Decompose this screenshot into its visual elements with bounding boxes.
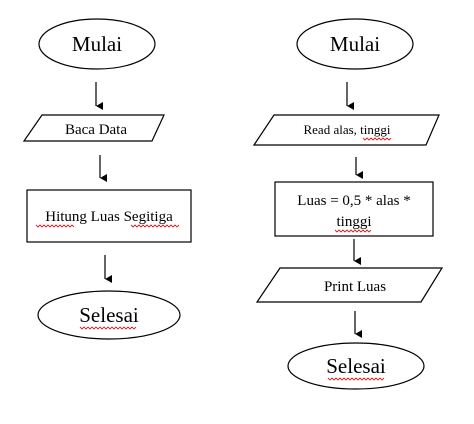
right-output-label: Print Luas xyxy=(324,279,386,295)
right-input-parallelogram: Read alas, tinggi xyxy=(252,114,440,146)
right-process-label-line2: tinggi xyxy=(336,214,371,230)
right-start-label: Mulai xyxy=(330,32,380,56)
left-end-label: Selesai xyxy=(79,303,139,327)
spellcheck-underline xyxy=(327,377,385,381)
right-flowchart: Mulai Read alas, tinggi Luas = 0,5 * ala… xyxy=(252,18,444,390)
right-process-label-line1: Luas = 0,5 * alas * xyxy=(297,193,410,209)
right-end-label: Selesai xyxy=(326,354,386,378)
spellcheck-underline xyxy=(79,326,137,330)
spellcheck-underline xyxy=(334,229,372,233)
right-input-label: Read alas, tinggi xyxy=(303,122,390,137)
left-start-terminator: Mulai xyxy=(38,18,156,70)
left-input-label: Baca Data xyxy=(65,122,127,138)
right-start-terminator: Mulai xyxy=(296,18,414,70)
left-input-parallelogram: Baca Data xyxy=(22,114,165,142)
left-start-label: Mulai xyxy=(72,32,122,56)
right-output-parallelogram: Print Luas xyxy=(255,267,444,303)
spellcheck-underline xyxy=(35,224,75,228)
spellcheck-underline xyxy=(362,137,392,141)
spellcheck-underline xyxy=(130,224,180,228)
left-process-label: Hitung Luas Segitiga xyxy=(45,209,173,225)
left-end-terminator: Selesai xyxy=(37,290,181,340)
left-flowchart: Mulai Baca Data Hitung Luas Segitiga Sel… xyxy=(22,18,192,340)
left-process-rectangle: Hitung Luas Segitiga xyxy=(26,189,192,243)
right-end-terminator: Selesai xyxy=(287,342,425,390)
right-process-rectangle: Luas = 0,5 * alas * tinggi xyxy=(274,181,434,237)
